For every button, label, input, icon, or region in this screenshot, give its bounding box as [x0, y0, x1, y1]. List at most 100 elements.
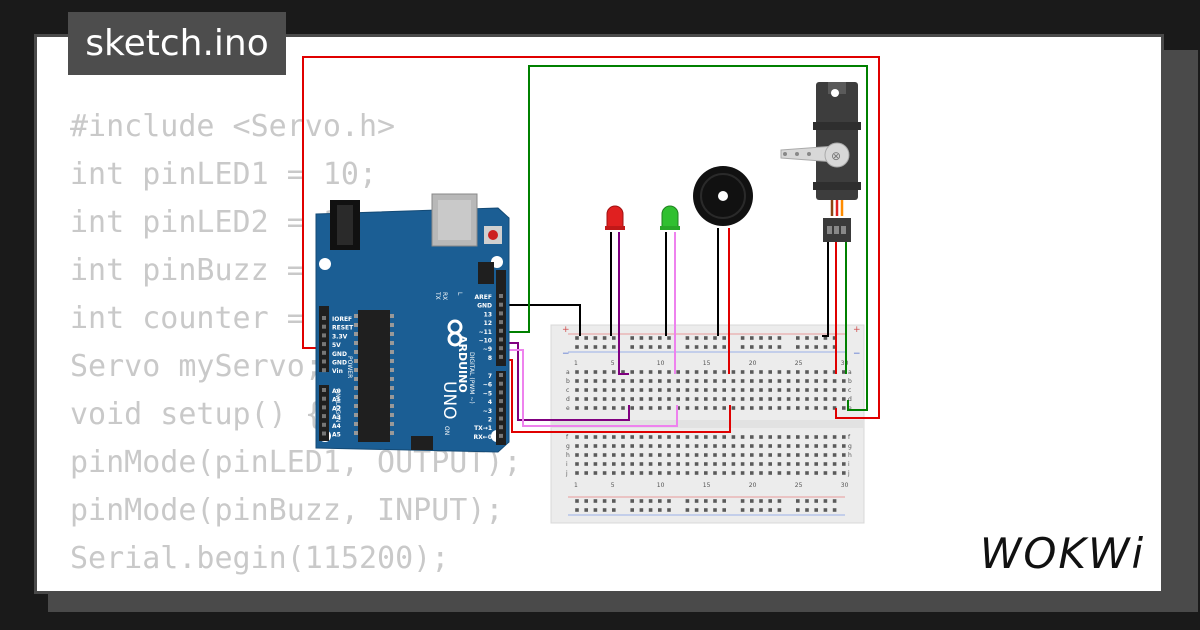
breadboard-hole[interactable] — [750, 336, 754, 340]
led-red[interactable] — [605, 205, 625, 230]
breadboard-hole[interactable] — [750, 370, 754, 374]
breadboard-hole[interactable] — [648, 435, 653, 439]
breadboard-hole[interactable] — [685, 499, 690, 503]
breadboard-hole[interactable] — [796, 379, 800, 383]
breadboard-hole[interactable] — [685, 336, 690, 340]
breadboard-hole[interactable] — [584, 379, 588, 383]
breadboard-hole[interactable] — [667, 336, 671, 340]
breadboard-hole[interactable] — [777, 462, 782, 466]
breadboard-hole[interactable] — [612, 379, 616, 383]
breadboard-hole[interactable] — [786, 444, 791, 448]
breadboard-hole[interactable] — [584, 453, 588, 457]
pin-socket[interactable] — [322, 414, 326, 419]
breadboard-hole[interactable] — [740, 379, 745, 383]
breadboard-hole[interactable] — [584, 435, 588, 439]
breadboard-hole[interactable] — [704, 345, 708, 349]
breadboard-hole[interactable] — [750, 499, 754, 503]
breadboard-hole[interactable] — [685, 471, 690, 475]
breadboard-hole[interactable] — [759, 345, 763, 349]
breadboard-hole[interactable] — [805, 499, 809, 503]
breadboard-hole[interactable] — [575, 379, 579, 383]
breadboard-hole[interactable] — [704, 508, 708, 512]
breadboard-hole[interactable] — [602, 370, 607, 374]
pin-socket[interactable] — [322, 431, 326, 436]
pin-socket[interactable] — [322, 405, 326, 410]
breadboard-hole[interactable] — [685, 462, 690, 466]
pin-socket[interactable] — [499, 390, 503, 395]
breadboard-hole[interactable] — [667, 345, 671, 349]
breadboard-hole[interactable] — [722, 397, 726, 401]
breadboard-hole[interactable] — [685, 388, 690, 392]
breadboard-hole[interactable] — [694, 345, 699, 349]
breadboard-hole[interactable] — [621, 471, 625, 475]
breadboard-hole[interactable] — [621, 388, 625, 392]
breadboard-hole[interactable] — [805, 388, 809, 392]
breadboard-hole[interactable] — [713, 508, 717, 512]
breadboard-hole[interactable] — [584, 388, 588, 392]
breadboard-hole[interactable] — [796, 388, 800, 392]
breadboard-hole[interactable] — [658, 406, 662, 410]
breadboard-hole[interactable] — [759, 397, 763, 401]
breadboard-hole[interactable] — [639, 462, 644, 466]
breadboard-hole[interactable] — [593, 406, 598, 410]
breadboard-hole[interactable] — [768, 462, 772, 466]
breadboard-hole[interactable] — [621, 462, 625, 466]
pin-socket[interactable] — [499, 407, 503, 412]
breadboard-hole[interactable] — [602, 388, 607, 392]
breadboard-hole[interactable] — [842, 462, 846, 466]
breadboard-hole[interactable] — [768, 406, 772, 410]
breadboard-hole[interactable] — [630, 336, 634, 340]
breadboard-hole[interactable] — [832, 388, 837, 392]
breadboard-hole[interactable] — [750, 397, 754, 401]
breadboard-hole[interactable] — [796, 370, 800, 374]
breadboard-hole[interactable] — [667, 370, 671, 374]
breadboard-hole[interactable] — [832, 397, 837, 401]
breadboard-hole[interactable] — [759, 406, 763, 410]
breadboard-hole[interactable] — [805, 345, 809, 349]
breadboard-hole[interactable] — [584, 499, 588, 503]
breadboard-hole[interactable] — [823, 406, 828, 410]
breadboard-hole[interactable] — [685, 444, 690, 448]
breadboard-hole[interactable] — [648, 453, 653, 457]
breadboard-hole[interactable] — [639, 397, 644, 401]
breadboard-hole[interactable] — [786, 370, 791, 374]
breadboard-hole[interactable] — [630, 379, 634, 383]
breadboard-hole[interactable] — [768, 336, 772, 340]
breadboard-hole[interactable] — [621, 435, 625, 439]
breadboard-hole[interactable] — [759, 370, 763, 374]
breadboard-hole[interactable] — [713, 453, 717, 457]
breadboard-hole[interactable] — [805, 336, 809, 340]
pin-socket[interactable] — [499, 373, 503, 377]
breadboard-hole[interactable] — [612, 388, 616, 392]
breadboard-hole[interactable] — [630, 508, 634, 512]
breadboard-hole[interactable] — [621, 453, 625, 457]
breadboard-hole[interactable] — [676, 471, 680, 475]
breadboard-hole[interactable] — [639, 471, 644, 475]
breadboard-hole[interactable] — [842, 453, 846, 457]
breadboard-hole[interactable] — [731, 453, 736, 457]
breadboard-hole[interactable] — [602, 453, 607, 457]
breadboard-hole[interactable] — [593, 370, 598, 374]
breadboard-hole[interactable] — [722, 370, 726, 374]
breadboard-hole[interactable] — [832, 508, 837, 512]
breadboard-hole[interactable] — [621, 379, 625, 383]
breadboard-hole[interactable] — [731, 397, 736, 401]
breadboard-hole[interactable] — [639, 388, 644, 392]
breadboard-hole[interactable] — [685, 406, 690, 410]
breadboard-hole[interactable] — [713, 406, 717, 410]
breadboard-hole[interactable] — [731, 388, 736, 392]
breadboard-hole[interactable] — [658, 345, 662, 349]
breadboard-hole[interactable] — [814, 379, 818, 383]
breadboard-hole[interactable] — [648, 345, 653, 349]
pin-socket[interactable] — [499, 416, 503, 421]
breadboard-hole[interactable] — [602, 336, 607, 340]
breadboard-hole[interactable] — [786, 388, 791, 392]
breadboard-hole[interactable] — [648, 471, 653, 475]
breadboard-hole[interactable] — [750, 453, 754, 457]
breadboard-hole[interactable] — [575, 406, 579, 410]
breadboard-hole[interactable] — [685, 370, 690, 374]
breadboard-hole[interactable] — [842, 397, 846, 401]
breadboard-hole[interactable] — [713, 435, 717, 439]
breadboard-hole[interactable] — [842, 388, 846, 392]
breadboard-hole[interactable] — [786, 453, 791, 457]
